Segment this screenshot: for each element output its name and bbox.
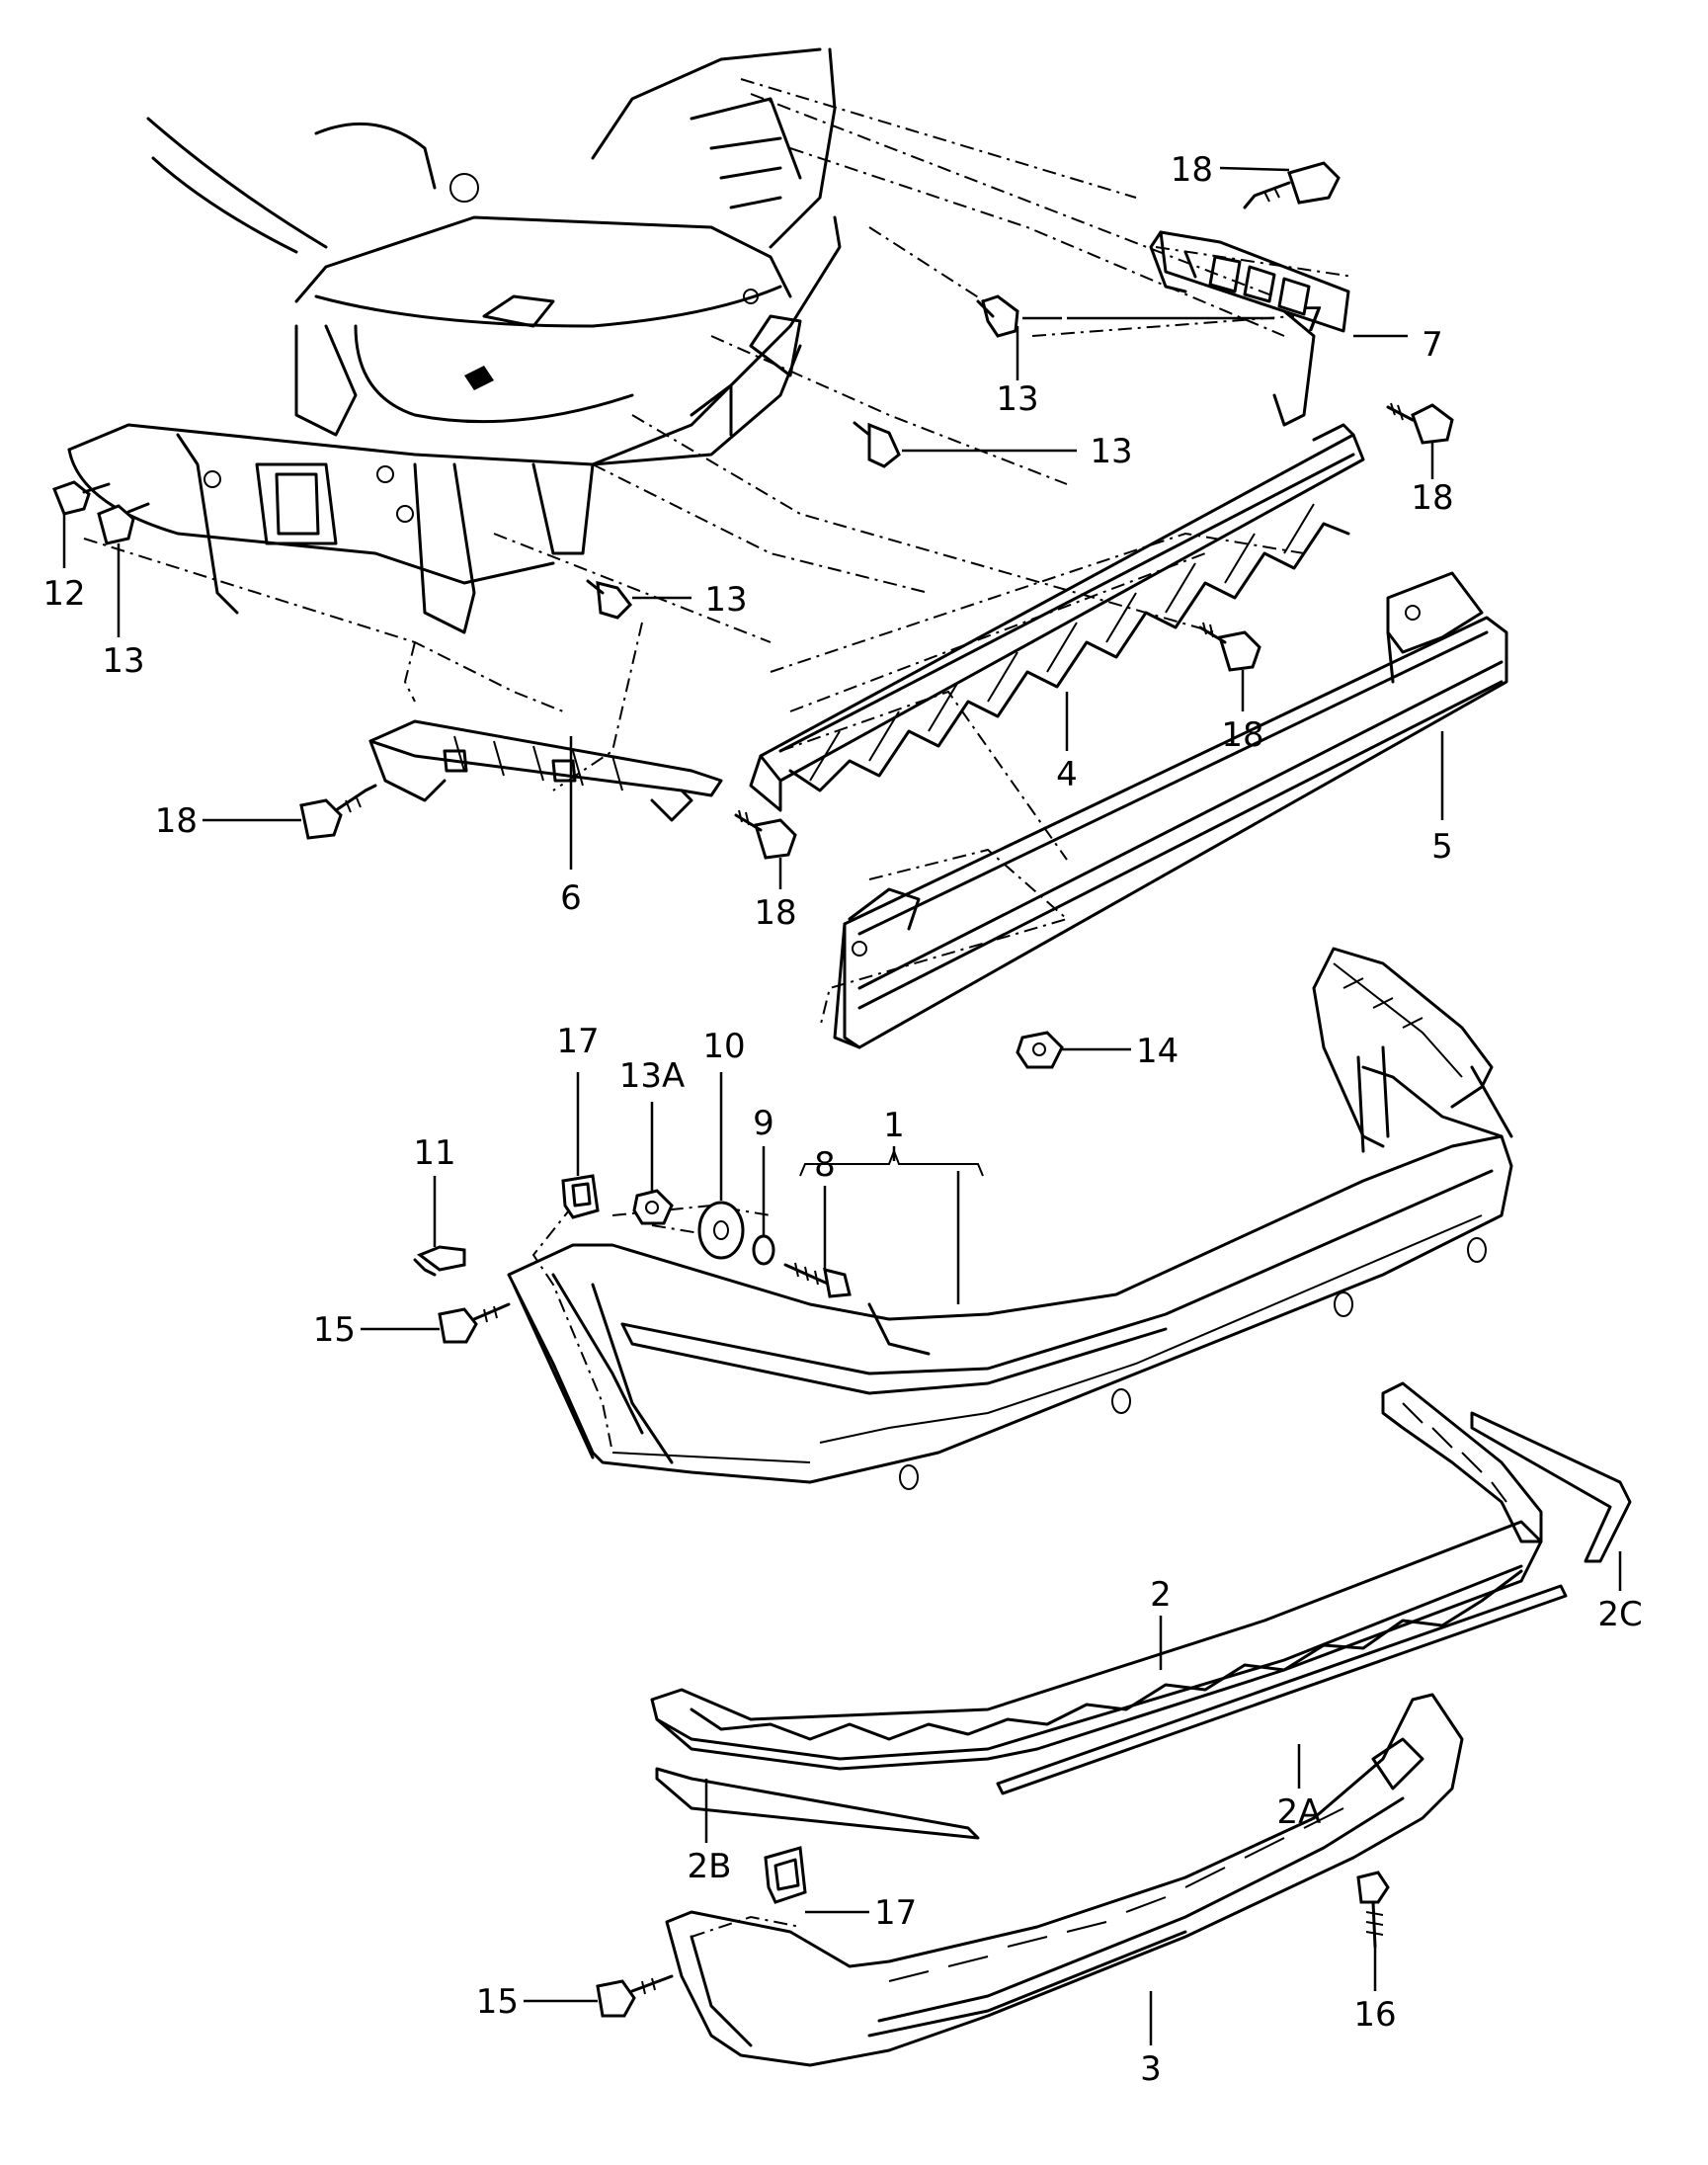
- callout-2c: 2C: [1597, 1595, 1642, 1634]
- clip-13-b: [853, 421, 901, 468]
- part-5-impact-beam: [833, 571, 1508, 1049]
- clip-nut-17-lower: [764, 1846, 807, 1904]
- clip-11: [413, 1245, 466, 1277]
- callout-2b: 2B: [688, 1847, 732, 1886]
- assembly-guide-lines: [83, 78, 1354, 1938]
- part-1-bumper-cover: [507, 947, 1513, 1490]
- callout-8: 8: [814, 1145, 836, 1185]
- part-2b-strip: [655, 1767, 980, 1840]
- callout-2: 2: [1150, 1575, 1172, 1615]
- callout-13: 13: [704, 580, 747, 620]
- washer-9: [752, 1234, 775, 1266]
- clip-12: [52, 480, 111, 516]
- callout-18: 18: [155, 801, 198, 841]
- bolt-15-upper: [438, 1302, 511, 1344]
- clip-13-a: [976, 294, 1019, 338]
- callout-17: 17: [556, 1022, 599, 1061]
- clip-13-c: [586, 579, 632, 620]
- callout-18: 18: [1171, 150, 1213, 190]
- part-2a-strip: [996, 1584, 1568, 1795]
- bolt-18-mid: [1198, 622, 1261, 672]
- leader-lines: [62, 166, 1622, 2045]
- callout-15: 15: [476, 1982, 519, 2022]
- nut-14: [1016, 1031, 1064, 1069]
- callout-9: 9: [753, 1104, 774, 1143]
- part-4-bumper-guide-rail: [749, 423, 1365, 812]
- callout-15: 15: [313, 1310, 356, 1350]
- callout-12: 12: [42, 574, 85, 614]
- callout-13a: 13A: [619, 1056, 686, 1096]
- bolt-18-top: [1243, 161, 1341, 209]
- callout-18: 18: [1221, 715, 1263, 755]
- callout-13: 13: [996, 379, 1038, 419]
- callout-17: 17: [874, 1893, 917, 1933]
- callout-14: 14: [1136, 1032, 1179, 1071]
- bolt-15-lower: [596, 1974, 674, 2018]
- callout-13: 13: [1090, 432, 1132, 471]
- callout-11: 11: [413, 1133, 455, 1173]
- fasteners: [52, 161, 1454, 2018]
- nut-13a: [632, 1189, 674, 1225]
- callout-6: 6: [560, 878, 582, 918]
- callout-10: 10: [702, 1027, 745, 1066]
- callout-16: 16: [1353, 1995, 1396, 2035]
- washer-10: [697, 1201, 745, 1260]
- callout-18: 18: [754, 893, 796, 933]
- bolt-18-left: [299, 784, 377, 840]
- callout-1: 1: [883, 1106, 905, 1145]
- callout-7: 7: [1302, 300, 1324, 340]
- callout-7: 7: [1422, 325, 1443, 365]
- callout-13: 13: [102, 641, 144, 681]
- bolt-13-left: [97, 502, 150, 545]
- bolt-18-right: [1386, 402, 1454, 445]
- part-2c-strip: [1470, 1411, 1632, 1563]
- part-2-trim-strip: [650, 1381, 1543, 1771]
- callout-labels: 18 13 7 7 18 13 13 12 13 18 4 5 6 18 18 …: [42, 150, 1642, 2089]
- part-7-right-bracket: [1149, 230, 1350, 427]
- callout-5: 5: [1431, 827, 1453, 867]
- callout-4: 4: [1056, 755, 1078, 794]
- callout-3: 3: [1140, 2049, 1162, 2089]
- callout-18: 18: [1411, 478, 1453, 518]
- clip-nut-17-upper: [561, 1174, 600, 1219]
- screw-16: [1356, 1871, 1390, 1949]
- part-3-lower-spoiler: [665, 1693, 1464, 2067]
- bolt-18-low: [734, 809, 797, 860]
- part-6-left-bracket: [368, 719, 723, 822]
- callout-2a: 2A: [1277, 1792, 1322, 1832]
- bolt-8: [783, 1262, 852, 1298]
